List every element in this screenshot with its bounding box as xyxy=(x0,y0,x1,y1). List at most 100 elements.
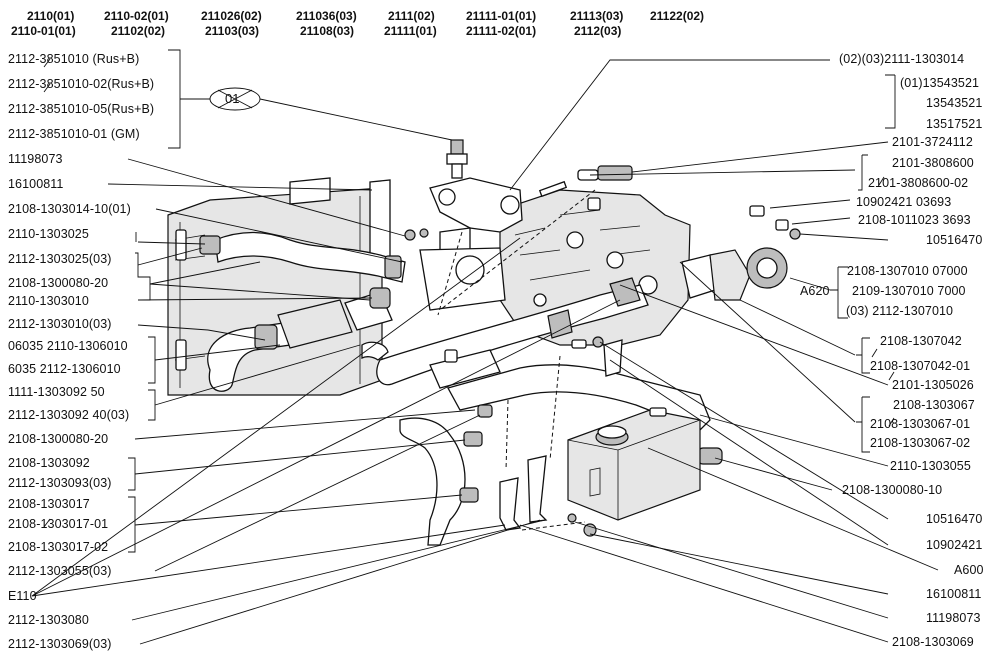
part-label: 2112-1303092 40(03) xyxy=(8,408,130,422)
part-label: 2112-1303093(03) xyxy=(8,476,112,490)
part-label: E110 xyxy=(8,589,37,603)
mount-plate xyxy=(499,477,522,531)
model-code: 211026(02) xyxy=(201,9,262,23)
part-label: 2108-1011023 3693 xyxy=(858,213,971,227)
model-code: 21108(03) xyxy=(300,24,355,38)
part-label: 10902421 xyxy=(926,538,983,552)
hose-clamp xyxy=(384,255,402,279)
part-label: 2108-1303067 xyxy=(893,398,975,412)
part-label: (03) 2112-1307010 xyxy=(846,304,954,318)
model-code: 21103(03) xyxy=(205,24,260,38)
water-pump xyxy=(681,205,801,301)
model-code: 21102(02) xyxy=(111,24,166,38)
part-label: 2108-1303017-01 xyxy=(8,517,109,531)
part-label: 2108-1300080-20 xyxy=(8,276,109,290)
model-code: 21113(03) xyxy=(570,9,624,23)
circled-note-ring xyxy=(209,87,261,111)
pipe-filter xyxy=(277,299,353,349)
part-label: 2110-1303055 xyxy=(890,459,971,473)
part-label: 13517521 xyxy=(926,117,983,131)
part-label: 2108-1303069 xyxy=(892,635,974,649)
model-code: 211036(03) xyxy=(296,9,357,23)
pipe-clip xyxy=(547,309,573,339)
hose-clamp xyxy=(254,324,278,350)
temperature-sensor xyxy=(446,139,468,179)
part-label: 13543521 xyxy=(926,96,983,110)
part-label: 2112-3851010-05(Rus+B) xyxy=(8,102,155,116)
part-label: 2109-1307010 7000 xyxy=(852,284,966,298)
part-label: 1111-1303092 50 xyxy=(8,385,105,399)
part-label: 2108-1307042-01 xyxy=(870,359,971,373)
bracket-a620 xyxy=(830,266,848,319)
part-label: 2108-1300080-10 xyxy=(842,483,943,497)
expansion-hose xyxy=(399,417,466,546)
part-label: 16100811 xyxy=(926,587,982,601)
part-label: 2112-1303069(03) xyxy=(8,637,112,651)
part-label: 2112-1303010(03) xyxy=(8,317,112,331)
model-code: 2110-02(01) xyxy=(104,9,169,23)
part-label: 6035 2112-1306010 xyxy=(8,362,121,376)
part-label: 2108-1307042 xyxy=(880,334,962,348)
part-label: 2101-3808600-02 xyxy=(868,176,969,190)
bracket-1303093 xyxy=(128,457,136,491)
bracket-1354 xyxy=(885,74,896,129)
part-label: 06035 2110-1306010 xyxy=(8,339,128,353)
hose-clamp xyxy=(369,287,391,309)
part-label: 10516470 xyxy=(926,233,983,247)
part-label: 2110-1303010 xyxy=(8,294,89,308)
part-label: 2108-1303067-02 xyxy=(870,436,971,450)
model-code: 21122(02) xyxy=(650,9,705,23)
part-label: 11198073 xyxy=(8,152,63,166)
part-label: 10516470 xyxy=(926,512,983,526)
part-label: A600 xyxy=(954,563,984,577)
model-code: 2110-01(01) xyxy=(11,24,76,38)
expansion-tank xyxy=(567,407,701,521)
bracket-lower xyxy=(135,252,151,301)
thermostat-assembly xyxy=(419,177,523,311)
bracket-1303017 xyxy=(128,496,136,553)
part-label: 2108-1303014-10(01) xyxy=(8,202,131,216)
part-label: 2112-1303055(03) xyxy=(8,564,112,578)
model-code: 2110(01) xyxy=(27,9,75,23)
part-label: 16100811 xyxy=(8,177,64,191)
part-label: (01)13543521 xyxy=(900,76,980,90)
bracket-1303092 xyxy=(148,389,156,421)
pipe-flange xyxy=(609,277,641,307)
bracket-6035 xyxy=(148,336,156,384)
part-label: 2101-3724112 xyxy=(892,135,973,149)
oil-pressure-sensor xyxy=(597,165,633,181)
upper-hose xyxy=(214,231,406,283)
circled-note-label: 01 xyxy=(225,91,240,106)
part-label: (02)(03)2111-1303014 xyxy=(839,52,965,66)
mount-plate xyxy=(527,455,548,523)
part-label: A620 xyxy=(800,284,830,298)
part-label: 11198073 xyxy=(926,611,981,625)
bracket-3808600 xyxy=(858,154,868,191)
part-label: 2112-1303080 xyxy=(8,613,89,627)
model-code: 2112(03) xyxy=(574,24,622,38)
part-label: 2112-3851010-01 (GM) xyxy=(8,127,140,141)
bracket-1307042 xyxy=(856,337,870,374)
part-label: 2108-1303017 xyxy=(8,497,90,511)
model-code: 21111-01(01) xyxy=(466,9,537,23)
return-hose xyxy=(447,364,711,431)
hose-clamp xyxy=(199,235,221,255)
bracket-sensor xyxy=(168,49,181,149)
hose-clamp xyxy=(697,447,723,465)
model-code: 2111(02) xyxy=(388,9,435,23)
part-label: 2101-3808600 xyxy=(892,156,974,170)
part-label: 2112-3851010 (Rus+B) xyxy=(8,52,140,66)
model-code: 21111(01) xyxy=(384,24,437,38)
model-code: 21111-02(01) xyxy=(466,24,537,38)
bracket-1303067 xyxy=(856,396,870,453)
radiator xyxy=(167,177,391,396)
part-label: 10902421 03693 xyxy=(856,195,952,209)
stud xyxy=(538,180,568,198)
part-label: 2112-1303025(03) xyxy=(8,252,112,266)
part-label: 2108-1300080-20 xyxy=(8,432,109,446)
part-label: 2108-1303067-01 xyxy=(870,417,971,431)
part-label: 2112-3851010-02(Rus+B) xyxy=(8,77,155,91)
part-label: 2108-1307010 07000 xyxy=(847,264,968,278)
